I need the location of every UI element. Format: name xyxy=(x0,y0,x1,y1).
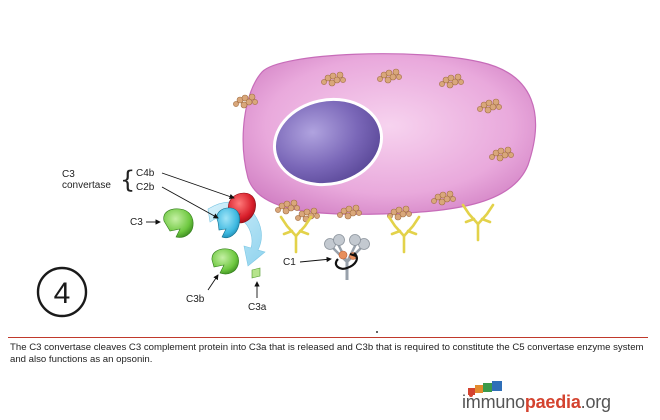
logo-text-part1: immuno xyxy=(462,392,525,412)
c3a-fragment xyxy=(251,267,261,279)
convertase-brace: { xyxy=(120,166,135,194)
c3-convertase-diagram: C3 convertase { C4b C2b C3 C3b C3a C1 4 xyxy=(36,53,537,333)
logo-text-part3: .org xyxy=(580,392,611,412)
caption-divider xyxy=(8,337,648,338)
caption-text: The C3 convertase cleaves C3 complement … xyxy=(10,342,644,365)
c2b-label: C2b xyxy=(136,182,155,193)
step-number: 4 xyxy=(54,277,71,310)
c3-molecule xyxy=(163,208,194,238)
cube-molecule-logo-icon xyxy=(468,381,502,397)
step-number-circle xyxy=(36,266,88,318)
c2b-molecule xyxy=(216,207,241,239)
c3-convertase-label-line2: convertase xyxy=(62,180,111,191)
logo-text: immunopaedia.org xyxy=(462,392,611,413)
logo-text-part2: paedia xyxy=(524,392,581,412)
c3-convertase-label-line1: C3 xyxy=(62,169,75,180)
pointer-arrows xyxy=(146,172,332,298)
cell-nucleus xyxy=(272,97,384,187)
c4b-label: C4b xyxy=(136,168,155,179)
c3a-label: C3a xyxy=(248,302,267,313)
c3b-label: C3b xyxy=(186,294,205,305)
c3-label: C3 xyxy=(130,217,143,228)
c1-label: C1 xyxy=(283,257,296,268)
immunopaedia-logo[interactable]: immunopaedia.org xyxy=(446,378,656,414)
c3b-molecule xyxy=(211,248,239,275)
c1-complex xyxy=(324,234,370,280)
small-dot xyxy=(376,331,378,333)
